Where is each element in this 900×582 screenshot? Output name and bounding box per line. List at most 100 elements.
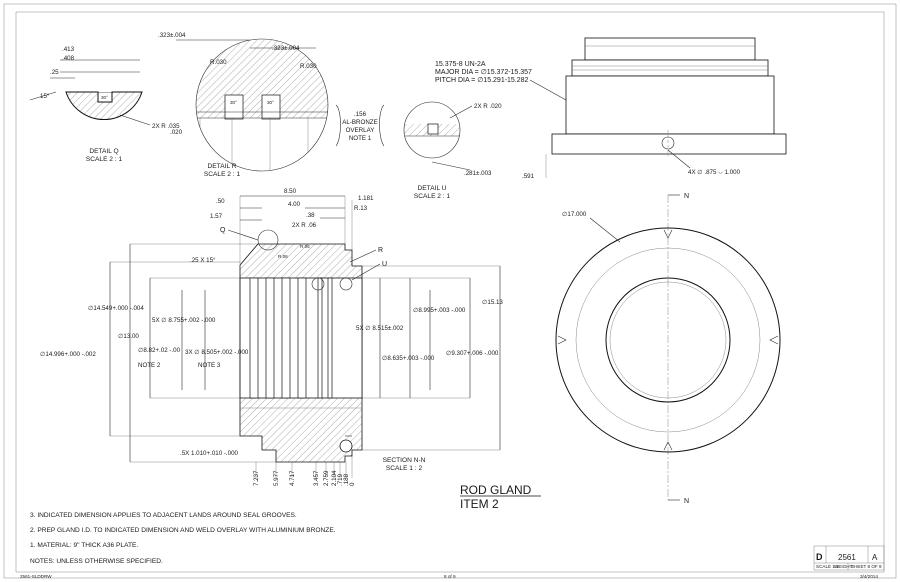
section-inner-radius-1: R.06: [278, 254, 288, 259]
note-3: 3. INDICATED DIMENSION APPLIES TO ADJACE…: [30, 512, 297, 519]
section-note-3: NOTE 3: [198, 362, 221, 369]
section-dim-8-50: 8.50: [284, 188, 297, 195]
section-chamfer: .25 X 15°: [190, 257, 216, 264]
side-view-dim-thickness: .591: [522, 173, 535, 180]
section-scale: SCALE 1 : 2: [386, 465, 423, 472]
section-dim-2-759: 2.759: [323, 470, 330, 486]
section-caption: SECTION N-N: [383, 457, 426, 464]
title-block-size: D: [816, 552, 823, 562]
section-dim-7-237: 7.237: [253, 470, 260, 486]
footer-right: 3/4/2014: [860, 574, 878, 579]
overlay-note-2: AL-BRONZE: [342, 119, 377, 126]
section-dim-4-717: 4.717: [289, 470, 296, 486]
detail-q-dim-3: .25: [50, 69, 59, 76]
title-block: D 2561 A SCALE 1:4 WEIGHT: SHEET 8 OF 9: [813, 545, 885, 571]
overlay-note-4: NOTE 1: [349, 135, 372, 142]
section-dim-2-104: 2.104: [331, 470, 338, 486]
notes-header: NOTES: UNLESS OTHERWISE SPECIFIED.: [30, 558, 163, 565]
section-dim-38: .38: [306, 212, 315, 219]
detail-u-dim-2: .281±.003: [464, 170, 492, 177]
section-dim-719: .719: [337, 473, 344, 486]
side-view-hole-dim: 4X ∅ .875 ⌵ 1.000: [688, 169, 741, 176]
title-block-weight: WEIGHT:: [834, 564, 853, 569]
section-dim-5-977: 5.977: [273, 470, 280, 486]
thread-note-2: MAJOR DIA = ∅15.372-15.357: [435, 69, 532, 76]
general-notes: 3. INDICATED DIMENSION APPLIES TO ADJACE…: [30, 512, 336, 565]
section-mark-top: N: [684, 193, 689, 200]
detail-r-dim-2: .323±.004: [272, 45, 300, 52]
section-dim-8-995: ∅8.995+.003 -.000: [413, 307, 466, 314]
sheet-border: [3, 3, 897, 579]
section-dim-0: 0: [349, 482, 356, 486]
footer-center: 8 of 9: [444, 574, 456, 579]
detail-u-dim-1: 2X R .020: [474, 103, 502, 110]
title-line-2: ITEM 2: [460, 497, 499, 511]
end-view-od: ∅17.000: [562, 211, 587, 218]
section-note-2: NOTE 2: [138, 362, 161, 369]
title-block-sheet: SHEET 8 OF 9: [851, 564, 882, 569]
section-dim-3-457: 3.457: [313, 470, 320, 486]
section-dim-8-635: ∅8.635+.003 -.000: [382, 355, 435, 362]
title-block-dwg-no: 2561: [838, 553, 856, 562]
section-dim-2x-r06: 2X R .06: [292, 222, 317, 229]
sheet-footer: 2561-SLDDRW 8 of 9 3/4/2014: [20, 574, 878, 579]
detail-q-caption: DETAIL Q: [89, 148, 118, 155]
note-1: 1. MATERIAL: 9" THICK A36 PLATE.: [30, 542, 138, 549]
detail-r-angle-1: 30°: [230, 100, 237, 105]
section-inner-radius-2: R.06: [300, 244, 310, 249]
section-dim-5x-8-755: 5X ∅ 8.755+.002 -.000: [152, 317, 216, 324]
detail-q-dim-7: .020: [170, 129, 183, 136]
overlay-note-1: .156: [354, 111, 367, 118]
drawing-title: ROD GLAND ITEM 2: [460, 483, 541, 511]
section-dim-188: .188: [343, 473, 350, 486]
section-dim-15-13: ∅15.13: [482, 299, 503, 306]
detail-r-angle-2: 30°: [267, 100, 274, 105]
section-dim-9-307: ∅9.307+.006 -.000: [446, 350, 499, 357]
section-dim-4-00: 4.00: [288, 201, 301, 208]
detail-q-dim-5: 30°: [101, 95, 108, 100]
detail-u-caption: DETAIL U: [418, 185, 447, 192]
section-dim-1-57: 1.57: [210, 213, 223, 220]
callout-q: Q: [220, 227, 226, 234]
detail-r-dim-4: R.030: [300, 63, 317, 70]
detail-q-scale: SCALE 2 : 1: [86, 156, 123, 163]
section-dim-1-181: 1.181: [358, 195, 374, 202]
section-dim-5x-8-515: 5X ∅ 8.515±.002: [356, 325, 404, 332]
title-line-1: ROD GLAND: [460, 483, 532, 497]
detail-r-scale: SCALE 2 : 1: [204, 171, 241, 178]
detail-u: 2X R .020 .281±.003 DETAIL U SCALE 2 : 1: [403, 101, 502, 200]
detail-u-scale: SCALE 2 : 1: [414, 193, 451, 200]
footer-left: 2561-SLDDRW: [20, 574, 52, 579]
section-dim-8-82: ∅8.82+.02 -.00: [138, 347, 181, 354]
section-n-n: 8.50 .50 4.00 1.57 .38 2X R .06 1.181 R.…: [40, 188, 503, 486]
detail-q: .413 .408 .25 15° 30° 2X R .035 .020 DET…: [29, 46, 183, 163]
thread-note-3: PITCH DIA = ∅15.291-15.282: [435, 77, 529, 84]
end-view: N N ∅17.000: [555, 193, 781, 505]
detail-q-dim-1: .413: [62, 46, 75, 53]
title-block-scale: SCALE 1:4: [816, 564, 839, 569]
section-dim-3x-8-505: 3X ∅ 8.505+.002 -.000: [185, 349, 249, 356]
note-2: 2. PREP GLAND I.D. TO INDICATED DIMENSIO…: [30, 527, 336, 534]
section-dim-14-549: ∅14.549+.000 -.004: [88, 305, 144, 312]
thread-note-1: 15.375-8 UN-2A: [435, 61, 486, 68]
section-dim-14-996: ∅14.996+.000 -.002: [40, 351, 96, 358]
section-dim-50: .50: [216, 198, 225, 205]
section-dim-13-00: ∅13.00: [118, 333, 139, 340]
drawing-frame: [15, 11, 885, 573]
detail-q-dim-4: 15°: [40, 93, 50, 100]
detail-r-dim-1: .323±.004: [158, 32, 186, 39]
callout-r: R: [378, 247, 383, 254]
section-mark-bottom: N: [684, 498, 689, 505]
detail-r-caption: DETAIL R: [208, 163, 237, 170]
detail-q-dim-2: .408: [62, 55, 75, 62]
overlay-note-3: OVERLAY: [346, 127, 375, 134]
side-view: 15.375-8 UN-2A MAJOR DIA = ∅15.372-15.35…: [435, 37, 787, 180]
callout-u: U: [382, 261, 387, 268]
detail-r-dim-3: R.030: [210, 59, 227, 66]
section-dim-r13: R.13: [354, 205, 368, 212]
section-dim-5x-1-010: .5X 1.010+.010 -.000: [180, 450, 239, 457]
detail-r: 30° 30° .323±.004 .323±.004 R.030 R.030 …: [158, 32, 385, 178]
detail-q-dim-6: 2X R .035: [152, 123, 180, 130]
